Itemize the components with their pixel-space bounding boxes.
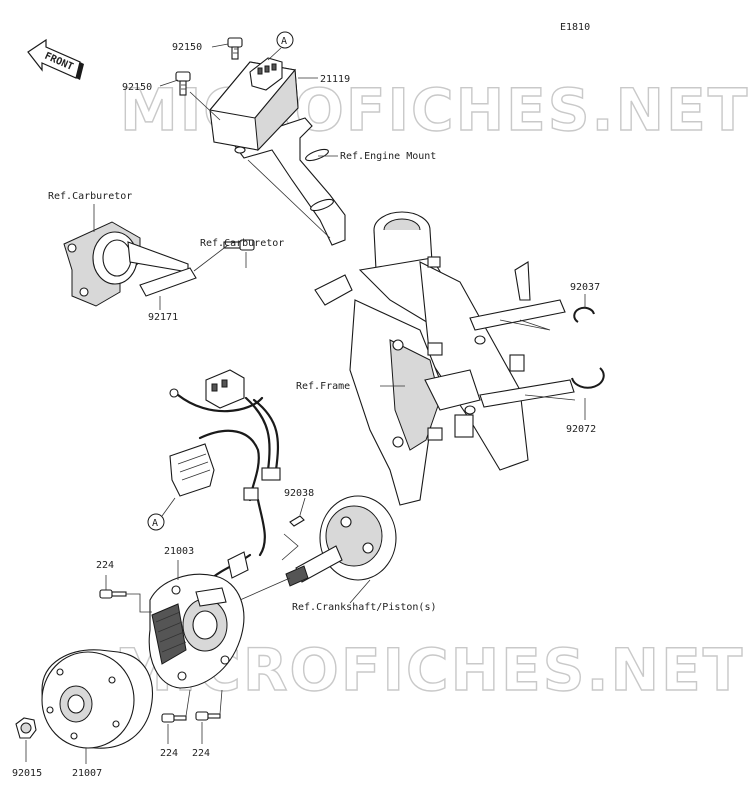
label-92150-top: 92150 [172, 42, 202, 53]
label-ref-carburetor-1: Ref.Carburetor [48, 191, 132, 202]
flange-nut [15, 717, 37, 739]
frame [314, 211, 575, 506]
label-21007: 21007 [72, 768, 102, 779]
screw-224-top [99, 589, 127, 599]
svg-text:A: A [281, 36, 287, 47]
label-ref-carburetor-2: Ref.Carburetor [200, 238, 284, 249]
svg-text:A: A [152, 518, 158, 529]
cdi-unit-assembly [208, 57, 346, 246]
label-92037: 92037 [570, 282, 600, 293]
label-92015: 92015 [12, 768, 42, 779]
label-21003: 21003 [164, 546, 194, 557]
label-92038: 92038 [284, 488, 314, 499]
label-224-bottom-left: 224 [160, 748, 178, 759]
clamp-92037 [573, 306, 595, 323]
stator [148, 573, 245, 689]
wiring-harness [169, 369, 281, 582]
clamp-92072 [571, 367, 605, 389]
diagram-id: E1810 [560, 22, 590, 33]
label-ref-engine-mount: Ref.Engine Mount [340, 151, 436, 162]
label-92150-left: 92150 [122, 82, 152, 93]
label-21119: 21119 [320, 74, 350, 85]
callout-a-top: A [267, 31, 294, 61]
carburetor-holder [63, 221, 197, 307]
screw-224-bottom-left [161, 713, 187, 723]
label-224-top: 224 [96, 560, 114, 571]
label-ref-frame: Ref.Frame [296, 381, 350, 392]
front-arrow-icon: FRONT [27, 38, 84, 80]
crankshaft [285, 495, 397, 587]
label-ref-crankshaft: Ref.Crankshaft/Piston(s) [292, 602, 437, 613]
label-224-bottom-right: 224 [192, 748, 210, 759]
bolt-92150-left [175, 71, 191, 96]
woodruff-key [289, 515, 305, 527]
screw-224-bottom-right [195, 711, 221, 721]
rotor-flywheel [41, 649, 153, 749]
bolt-carburetor [223, 239, 255, 251]
callout-a-bottom: A [147, 497, 176, 531]
label-92171: 92171 [148, 312, 178, 323]
bolt-92150-top [227, 37, 243, 60]
label-92072: 92072 [566, 424, 596, 435]
